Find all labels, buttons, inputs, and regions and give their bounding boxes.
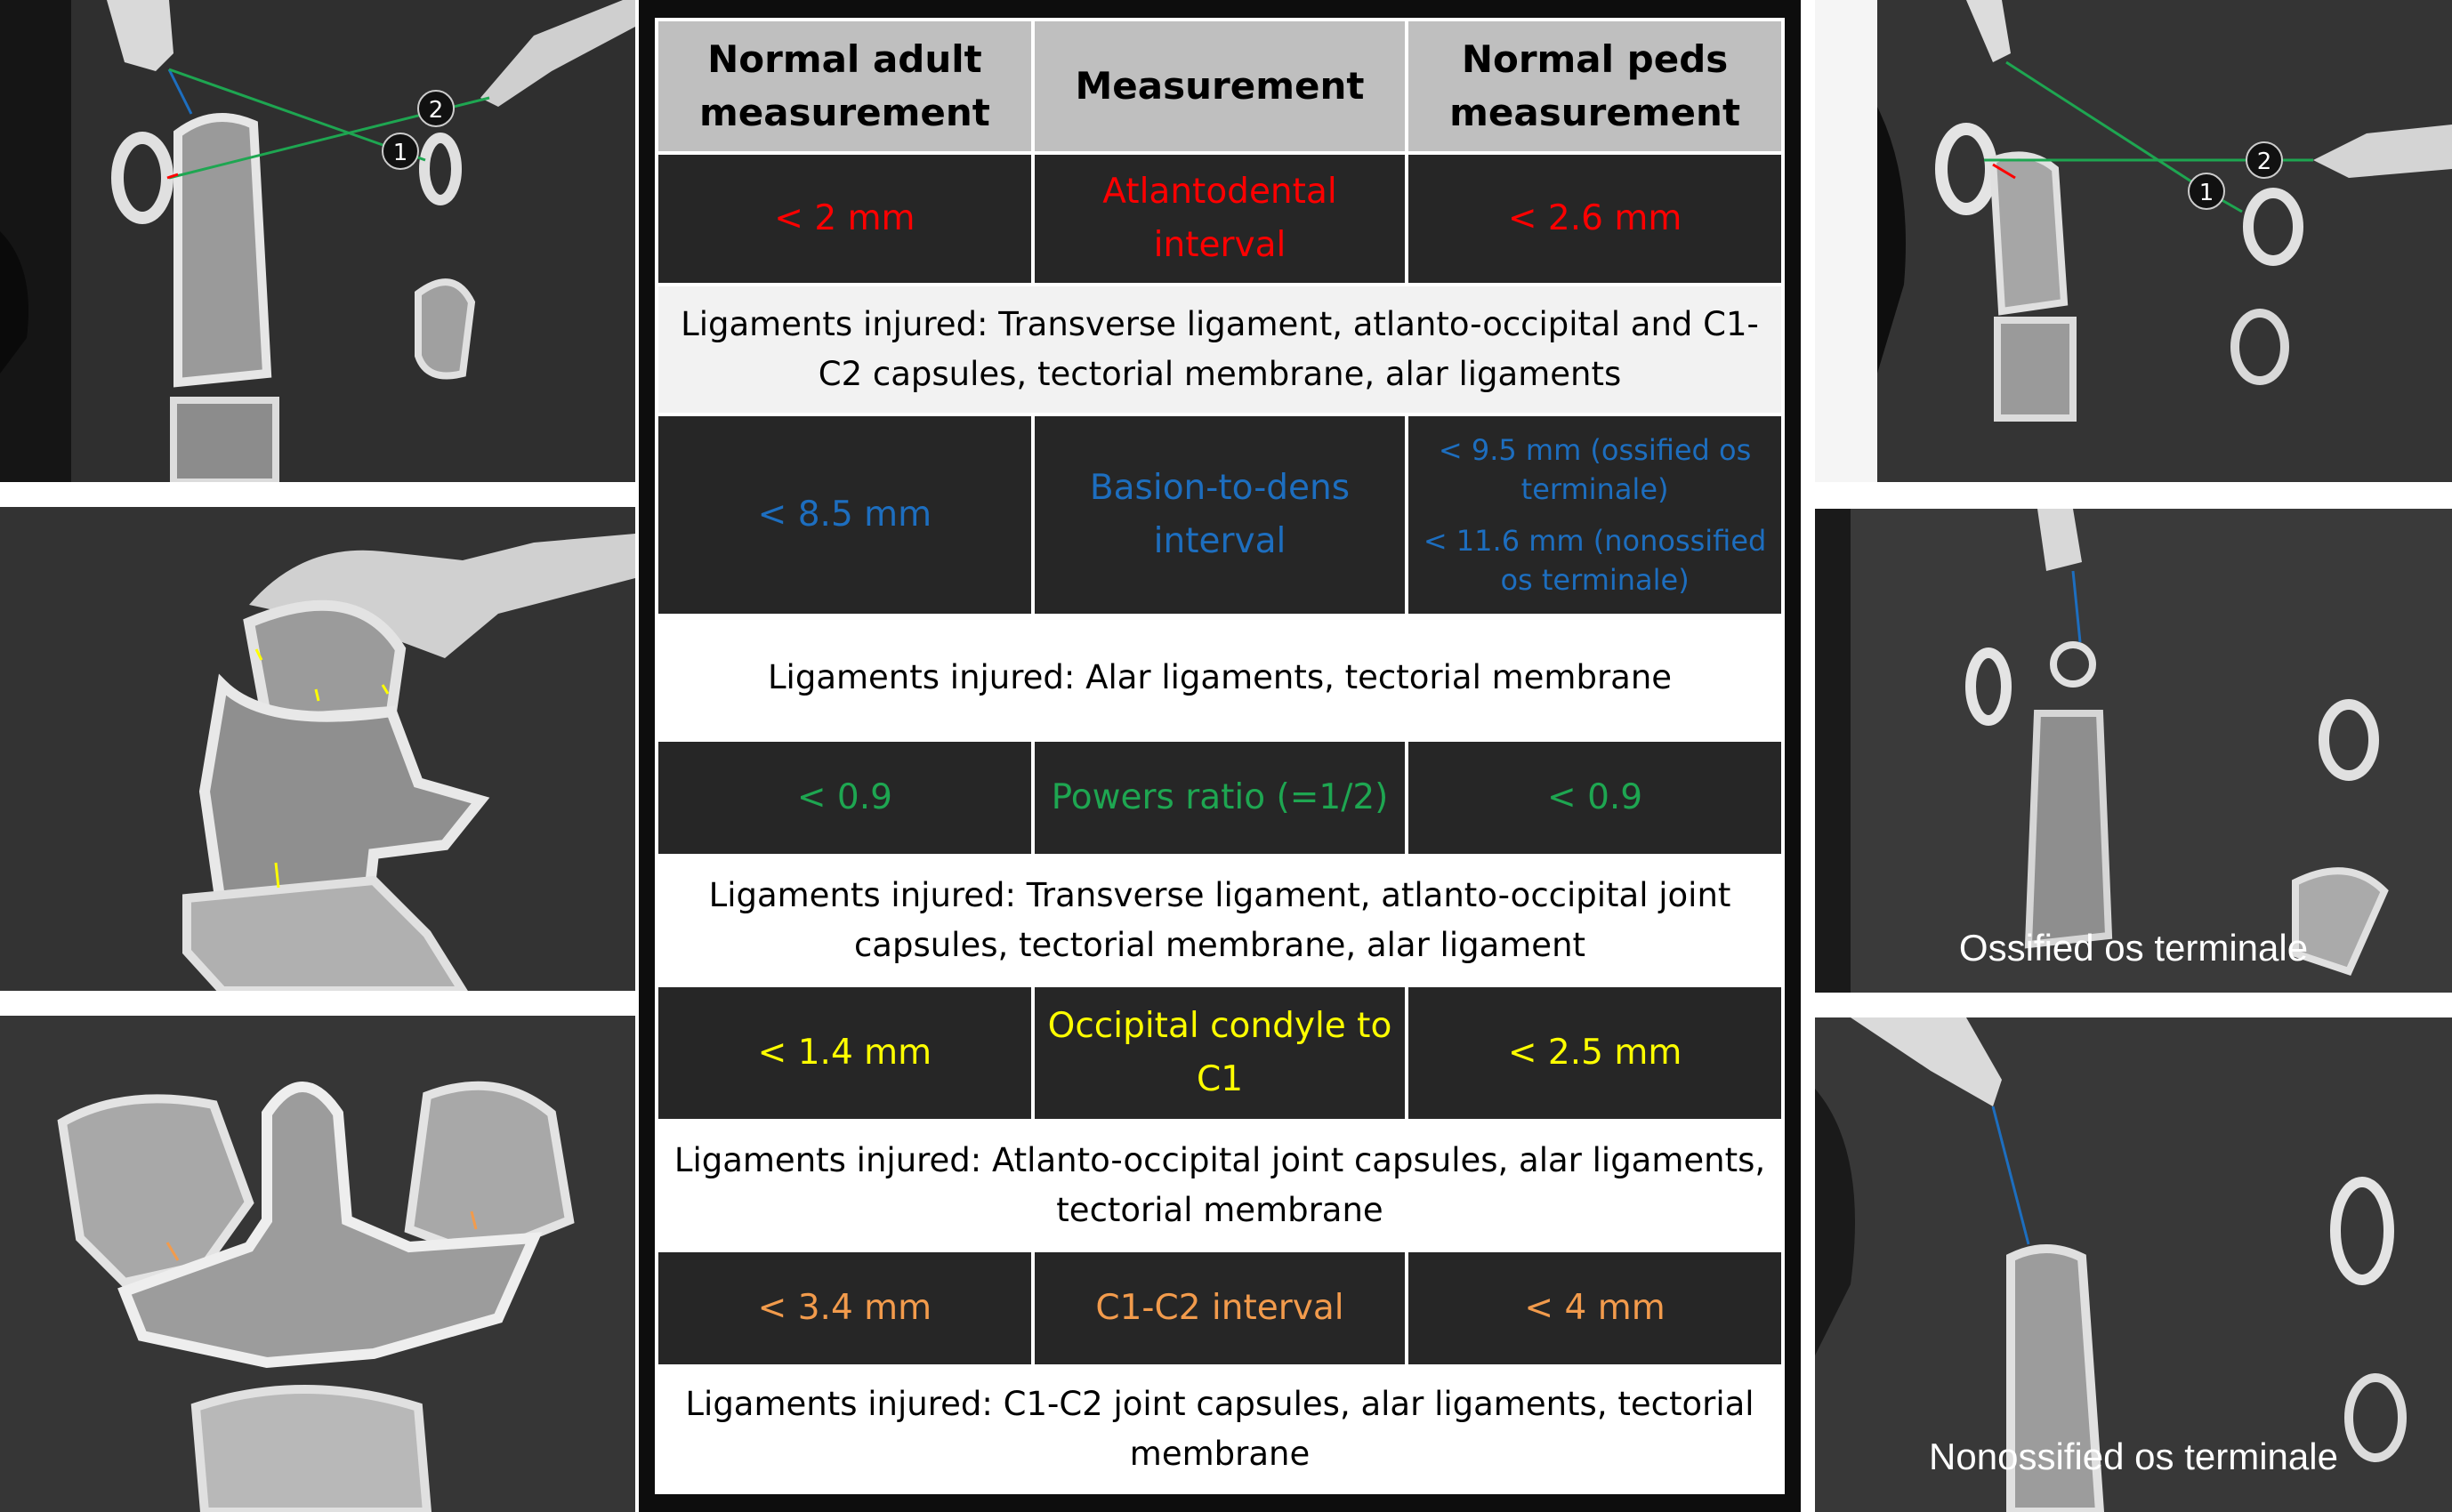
- ct-ossified-os-terminale-panel: Ossified os terminale: [1815, 509, 2452, 993]
- bdi-adult-value: < 8.5 mm: [655, 413, 1035, 617]
- ct-sagittal-adult-panel: 1 2: [0, 0, 635, 482]
- condyle-peds-value: < 2.5 mm: [1405, 984, 1785, 1122]
- row-condyle: < 1.4 mm Occipital condyle to C1 < 2.5 m…: [655, 984, 1785, 1122]
- condyle-measurement-name: Occipital condyle to C1: [1030, 984, 1409, 1122]
- bdi-peds-ossified: < 9.5 mm (ossified os terminale): [1438, 433, 1752, 506]
- header-adult: Normal adult measurement: [655, 18, 1035, 155]
- marker-2-label: 2: [429, 97, 444, 124]
- bdi-peds-cell: < 9.5 mm (ossified os terminale) < 11.6 …: [1405, 413, 1785, 617]
- ct-coronal-c1c2-image: [0, 1016, 635, 1512]
- c1c2-mark-left: [165, 1242, 180, 1261]
- ct-sagittal-peds-image: 1 2: [1815, 0, 2452, 482]
- powers-measurement-name: Powers ratio (=1/2): [1030, 738, 1409, 857]
- ct-coronal-condyle-panel: [0, 507, 635, 991]
- peds-marker-1-label: 1: [2199, 180, 2214, 206]
- row-powers: < 0.9 Powers ratio (=1/2) < 0.9: [655, 738, 1785, 857]
- bdi-peds-nonossified: < 11.6 mm (nonossified os terminale): [1423, 524, 1767, 597]
- row-adi-ligaments: Ligaments injured: Transverse ligament, …: [655, 283, 1785, 416]
- peds-powers-line-1: [2005, 60, 2207, 193]
- bdi-line: [167, 68, 193, 115]
- marker-1: [382, 133, 419, 170]
- bdi-measurement-name: Basion-to-dens interval: [1030, 413, 1409, 617]
- row-c1c2: < 3.4 mm C1-C2 interval < 4 mm: [655, 1249, 1785, 1368]
- measurement-table: Normal adult measurement Measurement Nor…: [655, 18, 1785, 1494]
- nonossified-caption: Nonossified os terminale: [1929, 1436, 2338, 1477]
- header-peds: Normal peds measurement: [1405, 18, 1785, 155]
- row-condyle-ligaments: Ligaments injured: Atlanto-occipital joi…: [655, 1119, 1785, 1252]
- powers-ligaments-text: Ligaments injured: Transverse ligament, …: [655, 854, 1785, 987]
- measurement-table-container: Normal adult measurement Measurement Nor…: [639, 0, 1801, 1512]
- powers-line-1: [168, 68, 401, 153]
- peds-marker-2: [2246, 141, 2283, 179]
- row-bdi: < 8.5 mm Basion-to-dens interval < 9.5 m…: [655, 413, 1785, 617]
- marker-2: [417, 90, 455, 127]
- c1c2-ligaments-text: Ligaments injured: C1-C2 joint capsules,…: [655, 1364, 1785, 1494]
- row-bdi-ligaments: Ligaments injured: Alar ligaments, tecto…: [655, 614, 1785, 742]
- c1c2-mark-right: [470, 1210, 478, 1230]
- ct-coronal-c1c2-panel: [0, 1016, 635, 1512]
- condyle-adult-value: < 1.4 mm: [655, 984, 1035, 1122]
- c1c2-measurement-name: C1-C2 interval: [1030, 1249, 1409, 1368]
- c1c2-peds-value: < 4 mm: [1405, 1249, 1785, 1368]
- ct-coronal-condyle-image: [0, 507, 635, 991]
- ct-nonossified-os-terminale-panel: Nonossified os terminale: [1815, 1017, 2452, 1512]
- condyle-mark-4: [274, 862, 280, 889]
- adi-measurement-name: Atlantodental interval: [1030, 151, 1409, 286]
- peds-adi-line: [1992, 163, 2016, 180]
- row-powers-ligaments: Ligaments injured: Transverse ligament, …: [655, 854, 1785, 987]
- adi-peds-value: < 2.6 mm: [1405, 151, 1785, 286]
- powers-adult-value: < 0.9: [655, 738, 1035, 857]
- powers-peds-value: < 0.9: [1405, 738, 1785, 857]
- adi-adult-value: < 2 mm: [655, 151, 1035, 286]
- ct-sagittal-peds-panel: 1 2: [1815, 0, 2452, 482]
- condyle-mark-1: [254, 648, 263, 661]
- adi-line: [166, 173, 179, 180]
- bdi-ligaments-text: Ligaments injured: Alar ligaments, tecto…: [655, 614, 1785, 742]
- header-measurement: Measurement: [1030, 18, 1409, 155]
- row-adi: < 2 mm Atlantodental interval < 2.6 mm: [655, 151, 1785, 286]
- ct-sagittal-adult-image: 1 2: [0, 0, 635, 482]
- condyle-mark-2: [314, 688, 320, 702]
- c1c2-adult-value: < 3.4 mm: [655, 1249, 1035, 1368]
- ossified-bdi-line: [2071, 570, 2082, 643]
- peds-marker-1: [2188, 173, 2225, 210]
- nonossified-bdi-line: [1991, 1106, 2030, 1245]
- table-header-row: Normal adult measurement Measurement Nor…: [655, 18, 1785, 155]
- condyle-ligaments-text: Ligaments injured: Atlanto-occipital joi…: [655, 1119, 1785, 1252]
- condyle-mark-3: [381, 684, 390, 695]
- row-c1c2-ligaments: Ligaments injured: C1-C2 joint capsules,…: [655, 1364, 1785, 1494]
- peds-marker-2-label: 2: [2257, 149, 2272, 175]
- ct-ossified-os-terminale-image: [1815, 509, 2452, 993]
- ossified-caption: Ossified os terminale: [1958, 927, 2309, 969]
- ct-nonossified-os-terminale-image: [1815, 1017, 2452, 1512]
- marker-1-label: 1: [393, 140, 408, 166]
- adi-ligaments-text: Ligaments injured: Transverse ligament, …: [655, 283, 1785, 416]
